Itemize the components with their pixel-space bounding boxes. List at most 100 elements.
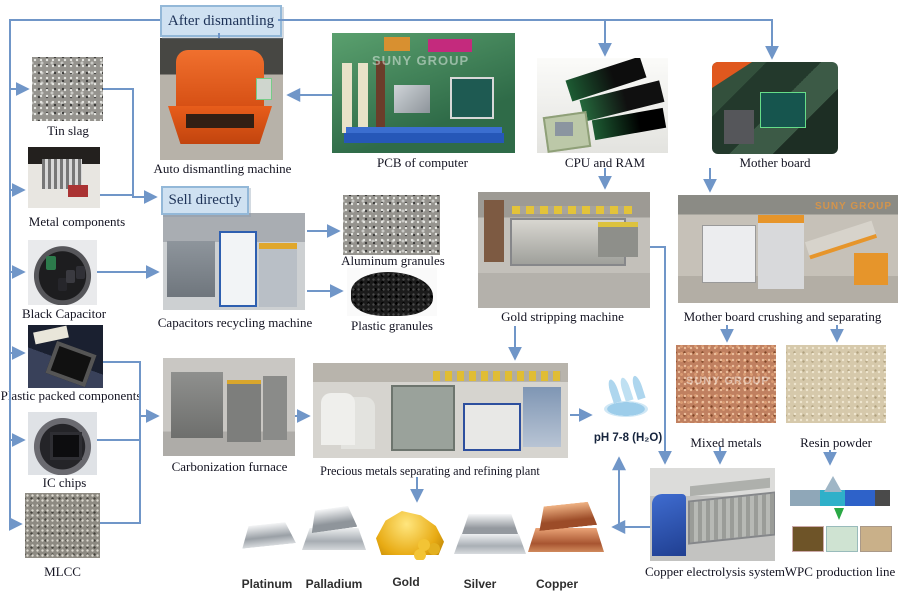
precious-metals-plant-caption: Precious metals separating and refining … bbox=[320, 464, 540, 478]
photo-detail bbox=[176, 50, 264, 112]
photo-detail bbox=[240, 521, 296, 549]
photo-detail bbox=[186, 114, 254, 128]
photo-detail bbox=[450, 77, 494, 119]
after-dismantling-box: After dismantling bbox=[160, 5, 282, 37]
photo-detail bbox=[66, 270, 75, 283]
copper-electrolysis-photo bbox=[650, 468, 775, 561]
photo-detail bbox=[433, 371, 561, 381]
photo-detail bbox=[555, 122, 573, 136]
copper-electrolysis-caption: Copper electrolysis system bbox=[644, 564, 786, 579]
photo-detail bbox=[792, 526, 824, 552]
aluminum-granules-caption: Aluminum granules bbox=[341, 253, 445, 268]
photo-detail bbox=[598, 222, 638, 257]
photo-detail bbox=[860, 526, 892, 552]
photo-detail bbox=[854, 253, 888, 285]
photo-detail bbox=[391, 385, 455, 451]
precious-metals-plant-photo bbox=[313, 363, 568, 458]
wpc-production-line-caption: WPC production line bbox=[784, 564, 896, 579]
metal-components-caption: Metal components bbox=[28, 214, 126, 229]
photo-detail bbox=[227, 380, 261, 442]
black-capacitor-caption: Black Capacitor bbox=[21, 306, 107, 321]
photo-detail bbox=[712, 62, 752, 88]
watermark-text: SUNY GROUP bbox=[372, 53, 470, 68]
auto-dismantling-machine-caption: Auto dismantling machine bbox=[153, 161, 292, 176]
photo-detail bbox=[167, 241, 215, 297]
photo-detail bbox=[428, 39, 472, 52]
watermark-text: SUNY GROUP bbox=[814, 201, 892, 212]
plastic-granules-caption: Plastic granules bbox=[351, 318, 433, 333]
sell-directly-box: Sell directly bbox=[161, 186, 249, 215]
gold-photo bbox=[374, 505, 446, 560]
photo-detail bbox=[834, 508, 844, 520]
photo-detail bbox=[321, 393, 355, 445]
photo-detail bbox=[688, 491, 775, 545]
resin-powder-photo bbox=[786, 345, 886, 423]
sell-directly-label: Sell directly bbox=[168, 192, 242, 208]
photo-detail bbox=[606, 378, 622, 404]
gold-stripping-machine-photo bbox=[478, 192, 650, 308]
tin-slag-caption: Tin slag bbox=[47, 123, 89, 138]
photo-detail bbox=[46, 256, 56, 270]
photo-detail bbox=[760, 92, 806, 128]
carbonization-furnace-photo bbox=[163, 358, 295, 456]
photo-detail bbox=[263, 376, 287, 440]
mixed-metals-caption: Mixed metals bbox=[690, 435, 762, 450]
palladium-photo bbox=[300, 502, 368, 558]
photo-detail bbox=[418, 539, 430, 551]
metal-components-photo bbox=[28, 147, 100, 208]
pcb-of-computer-caption: PCB of computer bbox=[377, 155, 468, 170]
ic-chips-photo bbox=[28, 412, 97, 475]
ph-water-caption: pH 7-8 (H₂O) bbox=[593, 432, 663, 444]
black-capacitor-photo bbox=[28, 240, 97, 305]
photo-detail bbox=[376, 61, 385, 133]
pcb-of-computer-photo: SUNY GROUP bbox=[332, 33, 515, 153]
platinum-caption: Platinum bbox=[241, 577, 293, 591]
carbonization-furnace-caption: Carbonization furnace bbox=[171, 459, 288, 474]
photo-detail bbox=[376, 511, 444, 555]
mother-board-crushing-caption: Mother board crushing and separating bbox=[683, 309, 882, 324]
photo-detail bbox=[302, 528, 366, 550]
photo-detail bbox=[463, 403, 521, 451]
photo-detail bbox=[528, 528, 604, 552]
photo-detail bbox=[454, 534, 526, 554]
capacitors-recycling-machine-caption: Capacitors recycling machine bbox=[157, 315, 313, 330]
tin-slag-photo bbox=[32, 57, 103, 121]
photo-detail bbox=[652, 494, 686, 556]
photo-detail bbox=[384, 37, 410, 51]
photo-detail bbox=[512, 206, 632, 214]
resin-powder-caption: Resin powder bbox=[800, 435, 872, 450]
photo-detail bbox=[259, 243, 297, 307]
gold-caption: Gold bbox=[392, 575, 420, 589]
photo-detail bbox=[826, 526, 858, 552]
photo-detail bbox=[724, 110, 754, 144]
photo-detail bbox=[484, 200, 504, 262]
palladium-caption: Palladium bbox=[305, 577, 363, 591]
photo-detail bbox=[824, 476, 842, 492]
plastic-packed-components-caption: Plastic packed components bbox=[0, 388, 142, 403]
photo-detail bbox=[256, 78, 272, 100]
mother-board-caption: Mother board bbox=[739, 155, 811, 170]
auto-dismantling-machine-photo bbox=[160, 38, 283, 160]
photo-detail bbox=[33, 325, 69, 345]
watermark-text: SUNY GROUP bbox=[686, 375, 770, 387]
mother-board-crushing-photo: SUNY GROUP bbox=[678, 195, 898, 303]
photo-detail bbox=[394, 85, 430, 113]
photo-detail bbox=[604, 401, 648, 417]
photo-detail bbox=[351, 272, 433, 316]
gold-stripping-machine-caption: Gold stripping machine bbox=[501, 309, 624, 324]
platinum-photo bbox=[237, 510, 299, 558]
copper-photo bbox=[526, 500, 608, 560]
photo-detail bbox=[702, 225, 756, 283]
silver-caption: Silver bbox=[463, 577, 497, 591]
aluminum-granules-photo bbox=[343, 195, 440, 255]
plastic-granules-photo bbox=[347, 268, 437, 316]
photo-detail bbox=[344, 133, 504, 143]
ph-water-photo bbox=[596, 375, 656, 430]
photo-detail bbox=[342, 63, 352, 133]
photo-detail bbox=[790, 490, 890, 506]
photo-detail bbox=[537, 501, 597, 531]
after-dismantling-label: After dismantling bbox=[167, 12, 275, 29]
capacitors-recycling-machine-photo bbox=[163, 213, 305, 310]
photo-detail bbox=[219, 231, 257, 307]
